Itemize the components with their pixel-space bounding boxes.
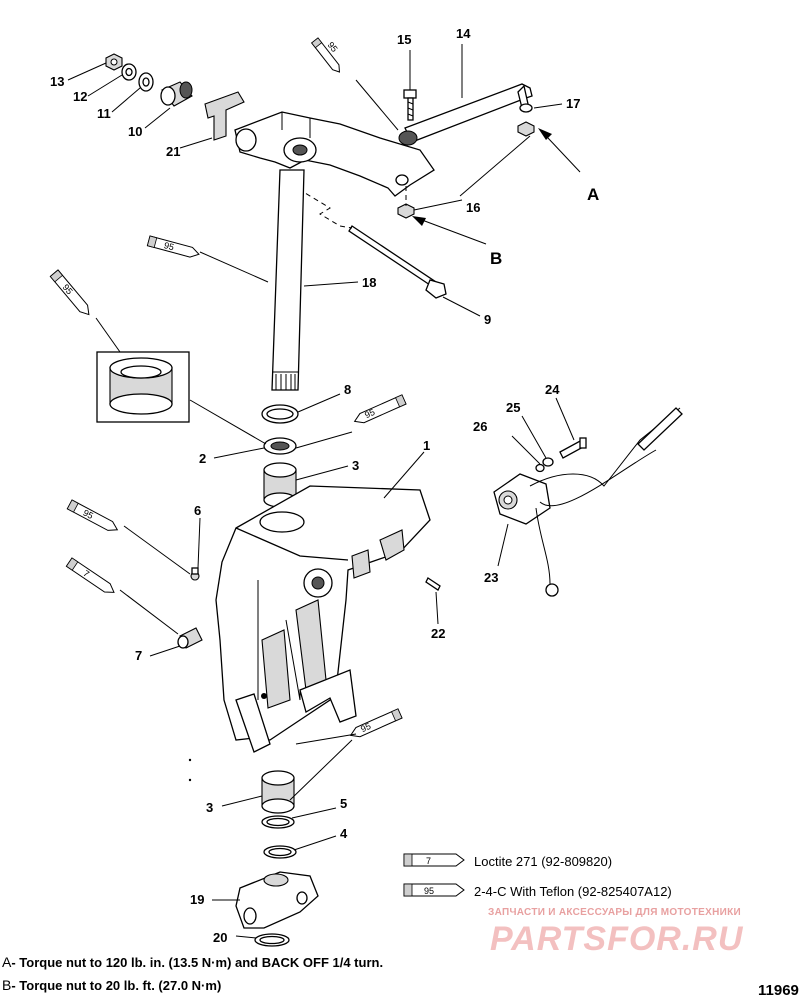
seal-inset [96,351,190,423]
bushing-7 [177,627,203,649]
callout-3-lower: 3 [206,800,213,815]
seal-2 [263,437,297,455]
callout-20: 20 [213,930,227,945]
callout-numbers: 13 12 11 10 21 15 14 17 A 16 B 9 18 8 2 … [50,26,599,945]
bracket-plate-21 [204,91,245,141]
callout-17: 17 [566,96,580,111]
torque-notes: A- Torque nut to 120 lb. in. (13.5 N·m) … [2,954,799,999]
callout-25: 25 [506,400,520,415]
watermark-tagline: ЗАПЧАСТИ И АКСЕССУАРЫ ДЛЯ МОТОТЕХНИКИ [488,907,741,918]
watermark-logo: PARTSFOR.RU [490,920,744,958]
diagram-id: 11969 [758,982,799,999]
callout-7: 7 [135,648,142,663]
leader-lines [67,44,581,939]
legend-tube-code: 95 [424,886,434,896]
lower-yoke-19 [235,871,319,929]
callout-19: 19 [190,892,204,907]
callout-10: 10 [128,124,142,139]
snap-ring-20 [254,933,290,947]
note-a-letter: A [2,954,12,970]
lube-tube-t5: 95 [66,499,119,531]
lube-tube-t4: 95 [353,394,407,424]
bolt-15 [403,89,417,121]
callout-23: 23 [484,570,498,585]
nut-16-lower [397,203,415,219]
lube-tube-label: 95 [363,407,376,420]
washer-12 [121,63,137,81]
lube-tube-t6: 7 [65,557,115,593]
callout-15: 15 [397,32,411,47]
callout-18: 18 [362,275,376,290]
lube-tube-t2: 95 [146,235,200,258]
o-ring-8 [261,404,299,424]
legend-text-2-4-c: 2-4-C With Teflon (92-825407A12) [474,884,672,899]
callout-1: 1 [423,438,430,453]
callout-13: 13 [50,74,64,89]
lube-tube-label: 95 [359,721,372,734]
legend-tube-code: 7 [426,856,431,866]
grease-fitting-6 [190,567,200,581]
note-a: A- Torque nut to 120 lb. in. (13.5 N·m) … [2,954,383,970]
watermark: ЗАПЧАСТИ И АКСЕССУАРЫ ДЛЯ МОТОТЕХНИКИ PA… [488,907,744,958]
lube-tube-label: 95 [326,40,340,54]
nut-17 [519,103,533,113]
link-rod-14 [398,83,533,146]
callout-2: 2 [199,451,206,466]
legend: 7 Loctite 271 (92-809820) 95 2-4-C With … [403,853,672,899]
callout-6: 6 [194,503,201,518]
bushing-3-lower [261,770,295,814]
callout-16: 16 [466,200,480,215]
lube-tube-label: 95 [163,240,175,252]
ring-5 [261,815,295,829]
callout-4: 4 [340,826,348,841]
callout-9: 9 [484,312,491,327]
callout-14: 14 [456,26,471,41]
callout-3-upper: 3 [352,458,359,473]
lube-tube-label: 7 [81,568,91,579]
trim-sender-23 [493,407,683,597]
callout-24: 24 [545,382,560,397]
callout-12: 12 [73,89,87,104]
bolt-9 [348,225,447,299]
lube-tube-t3: 95 [49,269,90,316]
washer-26 [535,463,545,473]
lube-tube-t1: 95 [310,37,341,73]
nut-16-upper [517,121,535,137]
lube-tube-label: 95 [81,508,95,522]
bushing-10 [160,81,193,107]
washer-25 [542,457,554,467]
washer-11 [138,72,154,92]
callout-22: 22 [431,626,445,641]
note-a-text: - Torque nut to 120 lb. in. (13.5 N·m) a… [11,955,383,970]
screw-22 [425,577,441,591]
note-b: B- Torque nut to 20 lb. ft. (27.0 N·m) [2,977,221,993]
note-b-text: - Torque nut to 20 lb. ft. (27.0 N·m) [11,978,221,993]
lube-tube-label: 95 [61,282,75,296]
note-b-letter: B [2,977,11,993]
callout-26: 26 [473,419,487,434]
callout-5: 5 [340,796,347,811]
reference-letter-a: A [587,185,599,204]
steering-tube-18 [271,169,305,391]
callout-11: 11 [97,106,111,121]
legend-item-2-4-c: 95 2-4-C With Teflon (92-825407A12) [403,883,672,899]
steering-arm [234,111,435,197]
alignment-line [299,170,353,229]
callout-8: 8 [344,382,351,397]
screw-24 [559,437,587,459]
legend-item-loctite: 7 Loctite 271 (92-809820) [403,853,612,869]
nut-13 [105,53,123,71]
legend-text-loctite: Loctite 271 (92-809820) [474,854,612,869]
lube-tube-t7: 95 [349,708,403,738]
reference-letter-b: B [490,249,502,268]
callout-21: 21 [166,144,180,159]
ring-4 [263,845,297,859]
swivel-bracket-1 [215,485,431,753]
